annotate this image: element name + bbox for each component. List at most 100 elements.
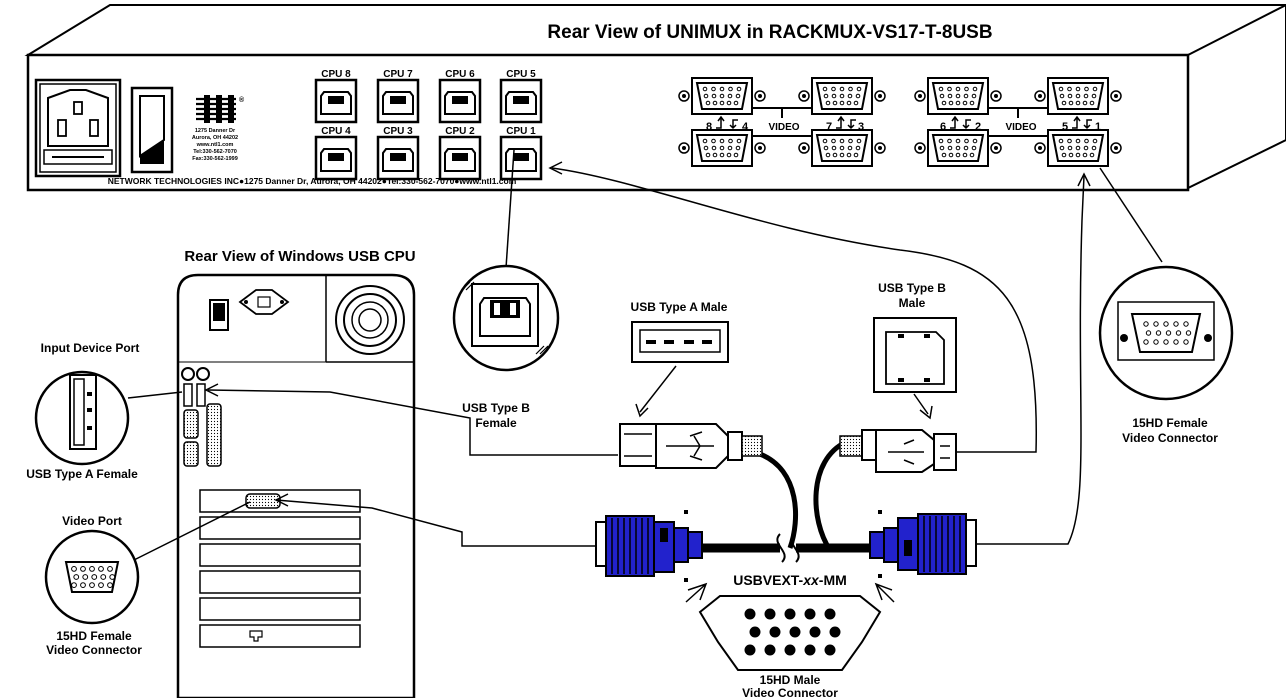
ntl-footer: NETWORK TECHNOLOGIES INC●1275 Danner Dr,… [108, 176, 517, 186]
pin [809, 626, 821, 638]
pin [784, 644, 796, 656]
hd15-female-right-label-2: Video Connector [1122, 431, 1218, 445]
pin [1175, 330, 1182, 336]
usb-type-b-male-icon [873, 317, 957, 420]
usb-b-male-plug [839, 429, 957, 473]
video-port-icon [1034, 77, 1122, 115]
pin [109, 574, 116, 580]
hd15-female-left-label-2: Video Connector [46, 643, 142, 657]
video-ports [678, 77, 1122, 167]
pin [80, 582, 86, 588]
hd15-female-right-callout [1098, 167, 1234, 401]
pin [1145, 330, 1152, 336]
pin [769, 626, 781, 638]
hd15-female-right-label-1: 15HD Female [1132, 416, 1208, 430]
port-arrows [716, 115, 1092, 130]
vga-plug-right [869, 510, 977, 578]
pin [789, 626, 801, 638]
svg-text:www.ntl1.com: www.ntl1.com [196, 142, 234, 148]
pin [744, 644, 756, 656]
pin [784, 608, 796, 620]
usb-type-b-male-label-2: Male [899, 296, 926, 310]
svg-text:Fax:330-562-1999: Fax:330-562-1999 [192, 156, 238, 162]
pin [98, 566, 104, 572]
cpu-label-5: CPU 5 [506, 69, 536, 80]
svg-text:1275 Danner Dr: 1275 Danner Dr [195, 128, 236, 134]
usb-type-b-female-label-2: Female [475, 416, 517, 430]
usb-a-male-plug [619, 423, 763, 469]
usb-type-a-male-icon [631, 321, 729, 418]
video-group-a-labels: 8 4 VIDEO 7 3 [706, 121, 864, 133]
svg-text:Aurora, OH 44202: Aurora, OH 44202 [192, 135, 238, 141]
video-port-callout [44, 501, 251, 625]
nti-address: 1275 Danner Dr Aurora, OH 44202 www.ntl1… [192, 128, 238, 162]
pin [749, 626, 761, 638]
pin [829, 626, 841, 638]
video-port-icon [678, 129, 766, 167]
power-inlet-icon [34, 78, 122, 178]
unimux-rack-unit: Rear View of UNIMUX in RACKMUX-VS17-T-8U… [24, 4, 1286, 192]
pin [824, 608, 836, 620]
pin [1183, 321, 1189, 327]
fan-icon [335, 285, 405, 355]
pin [1183, 339, 1189, 345]
svg-text:2: 2 [975, 121, 981, 133]
svg-text:8: 8 [706, 121, 712, 133]
pin [1143, 321, 1149, 327]
power-switch-icon [130, 86, 174, 174]
pin [764, 644, 776, 656]
pin [1155, 330, 1162, 336]
pin [1185, 330, 1192, 336]
pin [1153, 339, 1159, 345]
hd15-male-label-1: 15HD Male [760, 673, 821, 687]
pin [82, 574, 89, 580]
connection-lines [204, 161, 1091, 547]
usb-type-b-male-label-1: USB Type B [878, 281, 946, 295]
cpu-label-6: CPU 6 [445, 69, 475, 80]
hd15-female-left-label-1: 15HD Female [56, 629, 132, 643]
svg-text:5: 5 [1062, 121, 1068, 133]
usb-b-port-icon [499, 78, 543, 124]
pin [824, 644, 836, 656]
video-port-icon [914, 129, 1002, 167]
cpu-label-3: CPU 3 [383, 126, 413, 137]
svg-text:VIDEO: VIDEO [768, 122, 799, 133]
video-port-icon [798, 77, 886, 115]
pin [1165, 330, 1172, 336]
usb-type-a-female-label: USB Type A Female [26, 467, 138, 481]
pin [1163, 339, 1169, 345]
video-group-b-labels: 6 2 VIDEO 5 1 [940, 121, 1101, 133]
video-port-label: Video Port [62, 514, 122, 528]
usb-type-a-female-callout [34, 370, 183, 466]
video-port-icon [798, 129, 886, 167]
usb-type-a-male-label: USB Type A Male [631, 300, 728, 314]
usb-b-port-icon [314, 78, 358, 124]
pin [89, 582, 95, 588]
pin [98, 582, 104, 588]
cable-name: USBVEXT-xx-MM [733, 572, 847, 588]
usb-b-port-icon [499, 135, 543, 181]
svg-text:3: 3 [858, 121, 864, 133]
pin [804, 644, 816, 656]
hd15-male-connector [685, 582, 895, 671]
svg-text:VIDEO: VIDEO [1005, 122, 1036, 133]
cpu-label-4: CPU 4 [321, 126, 351, 137]
cpu-label-8: CPU 8 [321, 69, 351, 80]
usb-b-port-icon [438, 78, 482, 124]
vga-plug-left [595, 510, 703, 582]
pin [107, 566, 113, 572]
cpu-tower [176, 273, 416, 698]
input-device-port-label: Input Device Port [41, 341, 140, 355]
cpu-usb-b-ports [314, 78, 543, 181]
pin [1173, 339, 1179, 345]
pin [764, 608, 776, 620]
svg-text:4: 4 [742, 121, 749, 133]
cpu-title: Rear View of Windows USB CPU [184, 248, 415, 265]
usb-type-b-female-callout [452, 149, 560, 372]
pin [73, 574, 80, 580]
video-port-icon [914, 77, 1002, 115]
video-port-icon [678, 77, 766, 115]
usbvext-cable [700, 439, 872, 563]
svg-text:7: 7 [826, 121, 832, 133]
